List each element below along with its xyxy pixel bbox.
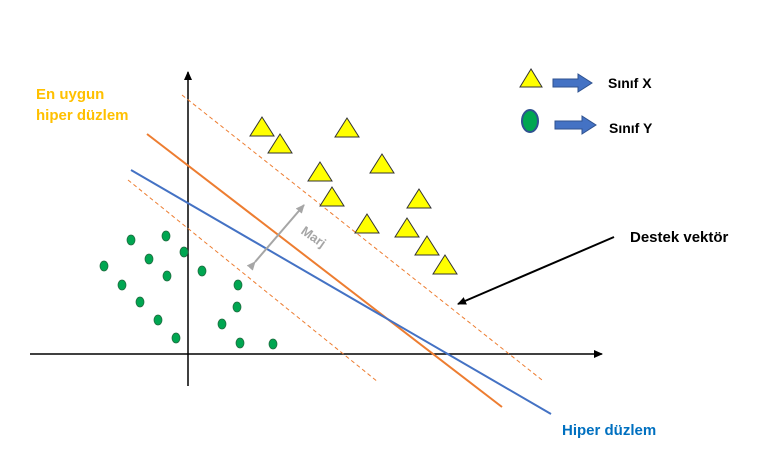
optimal-hyperplane-label-line2: hiper düzlem	[36, 107, 129, 124]
legend-arrow-y	[554, 115, 597, 135]
triangle-point	[319, 186, 345, 207]
optimal-hyperplane-label: En uygun hiper düzlem	[36, 84, 129, 126]
margin-dashed-line-lower	[127, 179, 379, 383]
triangle-point	[394, 217, 420, 238]
triangle-point	[406, 188, 432, 209]
triangle-point	[432, 254, 458, 275]
optimal-hyperplane-line	[146, 133, 503, 408]
circle-point	[99, 260, 109, 272]
circle-point	[197, 265, 207, 277]
class-x-label: Sınıf X	[608, 75, 652, 91]
margin-dashed-line-upper	[181, 94, 543, 381]
circle-point	[232, 301, 242, 313]
circle-point	[233, 279, 243, 291]
circle-point	[217, 318, 227, 330]
triangle-point	[369, 153, 395, 174]
circle-point	[126, 234, 136, 246]
circle-point	[179, 246, 189, 258]
optimal-hyperplane-label-line1: En uygun	[36, 86, 105, 103]
circle-point	[171, 332, 181, 344]
legend-arrow-x	[552, 73, 593, 93]
class-x-points	[249, 116, 458, 275]
class-y-label: Sınıf Y	[609, 120, 653, 136]
triangle-point	[334, 117, 360, 138]
circle-point	[268, 338, 278, 350]
class-y-points	[99, 230, 278, 350]
triangle-point	[354, 213, 380, 234]
margin-arrow	[246, 204, 305, 271]
yellow-triangle-icon	[519, 68, 543, 88]
circle-point	[153, 314, 163, 326]
support-vector-label: Destek vektör	[630, 229, 729, 246]
circle-point	[117, 279, 127, 291]
circle-point	[162, 270, 172, 282]
circle-point	[235, 337, 245, 349]
circle-point	[135, 296, 145, 308]
hyperplane-label: Hiper düzlem	[562, 422, 657, 439]
triangle-point	[414, 235, 440, 256]
support-vector-arrow	[457, 236, 615, 305]
triangle-point	[307, 161, 333, 182]
triangle-point	[267, 133, 293, 154]
hyperplane-line	[130, 169, 552, 415]
green-circle-icon	[521, 109, 539, 133]
circle-point	[144, 253, 154, 265]
circle-point	[161, 230, 171, 242]
triangle-point	[249, 116, 275, 137]
